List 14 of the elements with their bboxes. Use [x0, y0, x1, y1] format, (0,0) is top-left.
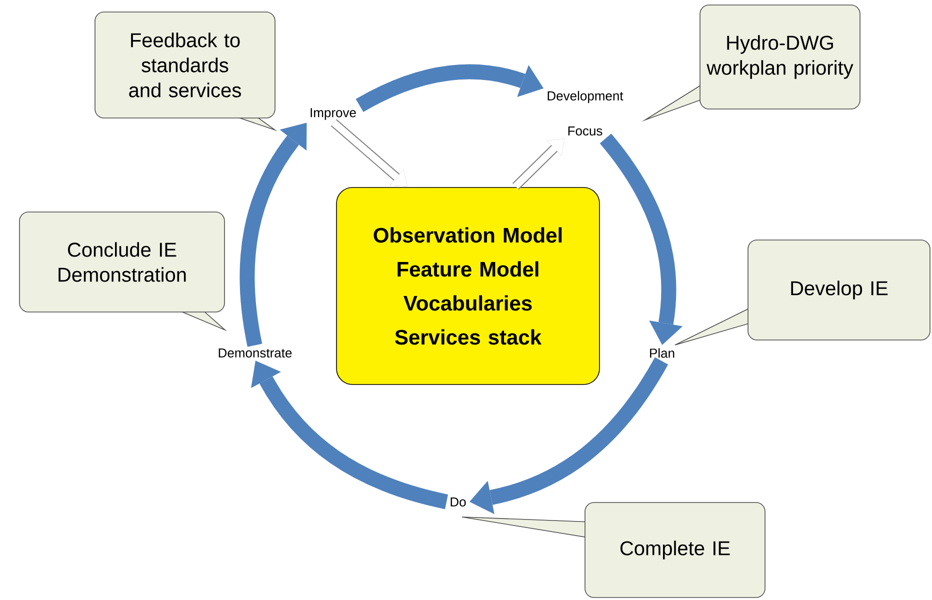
- callout-bubble: Conclude IE Demonstration: [19, 212, 228, 332]
- callout-bubble: Feedback to standards and services: [94, 12, 278, 132]
- stage-label: Plan: [650, 348, 674, 358]
- curved-arrow: [600, 134, 683, 346]
- curved-arrow: [240, 122, 307, 347]
- curved-arrow: [356, 64, 544, 112]
- callout-bubble: Hydro-DWG workplan priority: [642, 4, 860, 122]
- stage-label: Demonstrate: [218, 348, 292, 358]
- content-box: Observation Model Feature Model Vocabularies Services stack: [336, 187, 600, 385]
- callout-bubble: Develop IE: [674, 240, 930, 346]
- curved-arrow: [470, 357, 668, 514]
- stage-label: Improve: [310, 108, 356, 120]
- stage-label: Development: [548, 90, 624, 104]
- stage-label: Focus: [568, 126, 602, 136]
